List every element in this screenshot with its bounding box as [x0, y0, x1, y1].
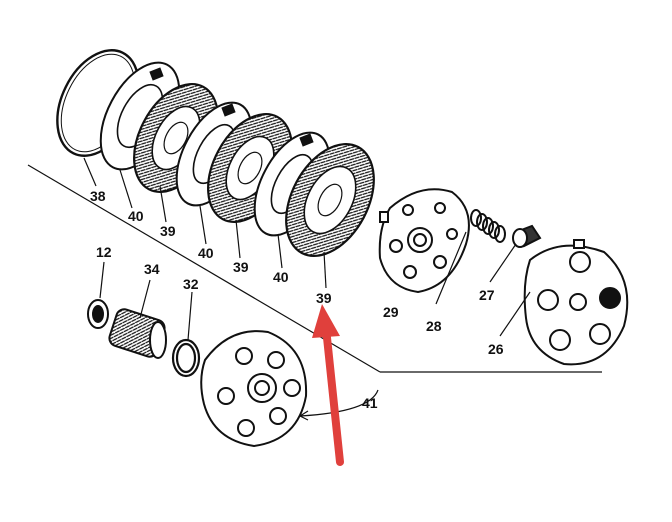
label-part-39-a: 39	[160, 223, 176, 239]
label-part-39-c: 39	[316, 290, 332, 306]
label-part-28: 28	[426, 318, 442, 334]
guide-lines	[27, 164, 602, 373]
leader-26	[499, 291, 531, 337]
leader-32	[187, 291, 193, 341]
label-part-34: 34	[144, 261, 160, 277]
leader-12	[99, 261, 105, 299]
drive-gear	[108, 308, 167, 359]
label-part-39-b: 39	[233, 259, 249, 275]
o-ring	[171, 338, 201, 378]
friction-disc-3	[285, 143, 375, 257]
label-part-38: 38	[90, 188, 106, 204]
label-part-29: 29	[383, 304, 399, 320]
clutch-hub	[200, 330, 308, 448]
leader-40b	[199, 205, 207, 245]
leader-34	[139, 279, 151, 319]
label-part-41: 41	[362, 395, 378, 411]
spring-cup	[512, 224, 542, 248]
pressure-plate	[378, 188, 470, 294]
red-annotation-arrow	[312, 304, 344, 466]
leader-39b	[235, 219, 241, 259]
leader-40c	[277, 233, 283, 269]
guide-line-upper	[27, 164, 381, 373]
leader-39c	[323, 251, 327, 289]
label-part-27: 27	[479, 287, 495, 303]
clutch-spring	[470, 209, 506, 243]
label-part-40-a: 40	[128, 208, 144, 224]
clutch-housing	[523, 239, 629, 366]
label-part-12: 12	[96, 244, 112, 260]
leader-28	[435, 231, 467, 305]
leader-lines	[83, 157, 531, 421]
leader-39a	[159, 185, 167, 223]
leader-41	[299, 389, 379, 417]
label-part-40-b: 40	[198, 245, 214, 261]
label-part-32: 32	[183, 276, 199, 292]
leader-38	[83, 157, 97, 187]
label-part-40-c: 40	[273, 269, 289, 285]
leader-40a	[119, 169, 133, 209]
leader-27	[489, 243, 517, 283]
washer	[87, 299, 109, 329]
label-part-26: 26	[488, 341, 504, 357]
